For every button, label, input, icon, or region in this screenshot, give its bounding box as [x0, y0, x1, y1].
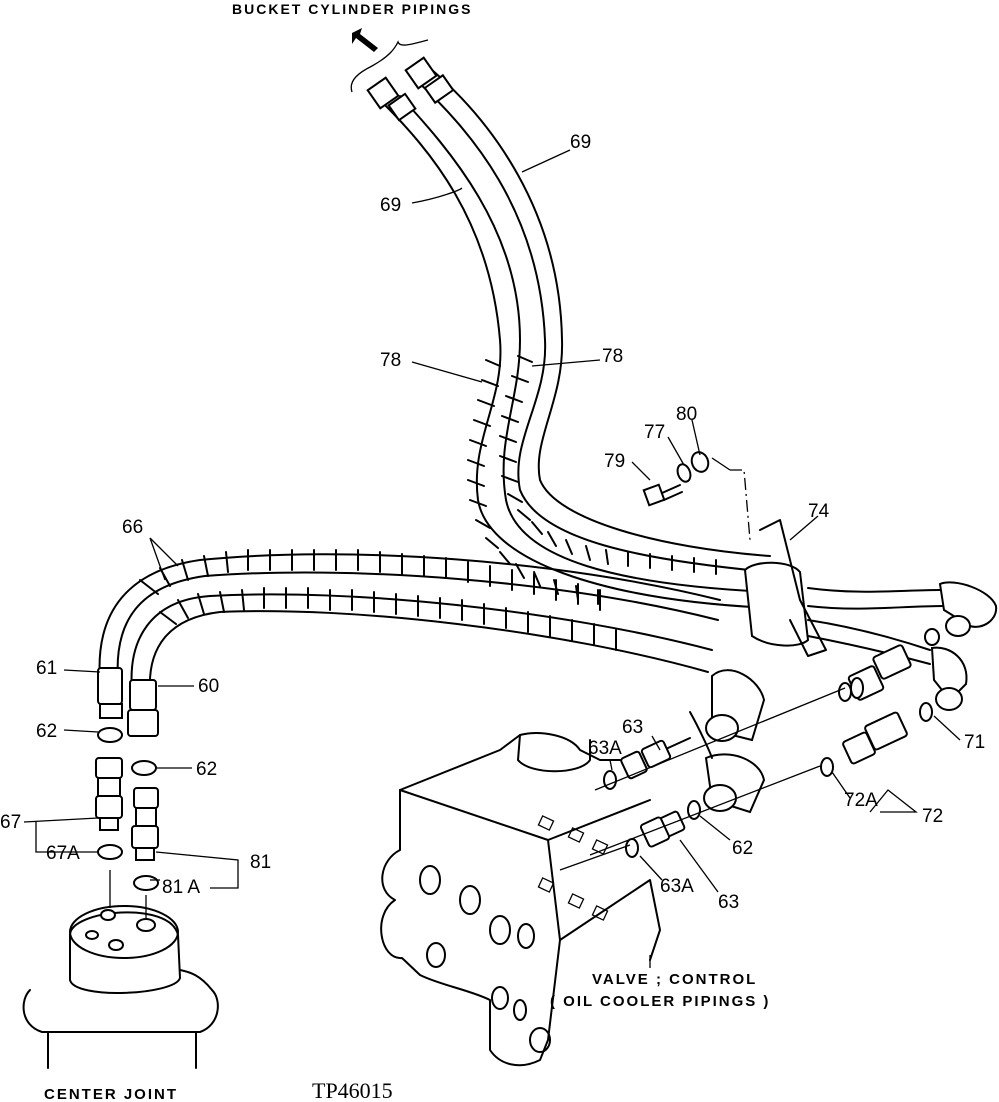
label-62-left: 62: [36, 721, 57, 742]
label-61: 61: [36, 658, 57, 679]
label-69-right: 69: [570, 132, 591, 153]
o-ring-71-right: [919, 702, 933, 722]
washer-80: [690, 451, 710, 473]
adapter-67: [95, 757, 123, 831]
hose-group-brace: [350, 39, 429, 93]
control-valve: [380, 732, 661, 1067]
alignment-lines: [559, 687, 846, 871]
label-77: 77: [644, 422, 665, 443]
protector-sleeves-78: [467, 355, 717, 605]
valve-caption-line2: ( OIL COOLER PIPINGS ): [550, 993, 770, 1010]
label-69-left: 69: [380, 195, 401, 216]
label-66: 66: [122, 517, 143, 538]
connector-71: [847, 644, 912, 701]
connector-63-lower: [639, 810, 686, 848]
o-ring-72A: [820, 757, 834, 777]
label-60: 60: [198, 676, 219, 697]
label-67A: 67A: [46, 843, 80, 864]
o-ring-71: [838, 682, 852, 702]
o-ring-63A-lower: [625, 838, 639, 858]
label-63A-upper: 63A: [588, 738, 622, 759]
connector-72: [842, 711, 908, 765]
label-63-lower: 63: [718, 892, 739, 913]
o-ring-81A: [133, 875, 159, 891]
label-63A-lower: 63A: [660, 876, 694, 897]
label-62-right: 62: [732, 838, 753, 859]
center-joint: [22, 905, 219, 1069]
o-ring-62-left: [97, 727, 123, 743]
fittings-61-60: [97, 667, 159, 737]
o-ring-67A: [97, 844, 123, 860]
label-80: 80: [676, 404, 697, 425]
drawing-code: TP46015: [312, 1078, 393, 1102]
label-72: 72: [922, 806, 943, 827]
valve-caption-line1: VALVE ; CONTROL: [592, 971, 757, 988]
bucket-cylinder-caption: BUCKET CYLINDER PIPINGS: [232, 1, 472, 17]
leader-lines: [23, 149, 961, 968]
label-79: 79: [604, 451, 625, 472]
hoses-66: [98, 549, 766, 814]
label-81A: 81 A: [162, 877, 200, 898]
o-ring-63A-upper: [603, 770, 617, 790]
label-72A: 72A: [844, 790, 878, 811]
connector-63-upper: [620, 737, 691, 780]
label-62-mid: 62: [196, 759, 217, 780]
direction-arrow: [352, 28, 378, 52]
hose-elbow-fittings-right: [807, 581, 998, 711]
label-78-left: 78: [380, 350, 401, 371]
o-ring-62-mid: [131, 760, 157, 776]
label-67: 67: [0, 812, 21, 833]
label-74: 74: [808, 501, 830, 522]
lock-washer-77: [676, 463, 692, 483]
center-joint-caption: CENTER JOINT: [44, 1086, 178, 1102]
label-71: 71: [964, 732, 985, 753]
label-81: 81: [250, 852, 271, 873]
label-63-upper: 63: [622, 717, 643, 738]
bracket-74: [711, 457, 827, 657]
hose-end-fittings-top: [366, 56, 455, 122]
bolt-79: [642, 483, 683, 507]
label-78-right: 78: [602, 346, 623, 367]
adapter-81: [131, 787, 159, 861]
o-ring-62-right: [687, 800, 701, 820]
